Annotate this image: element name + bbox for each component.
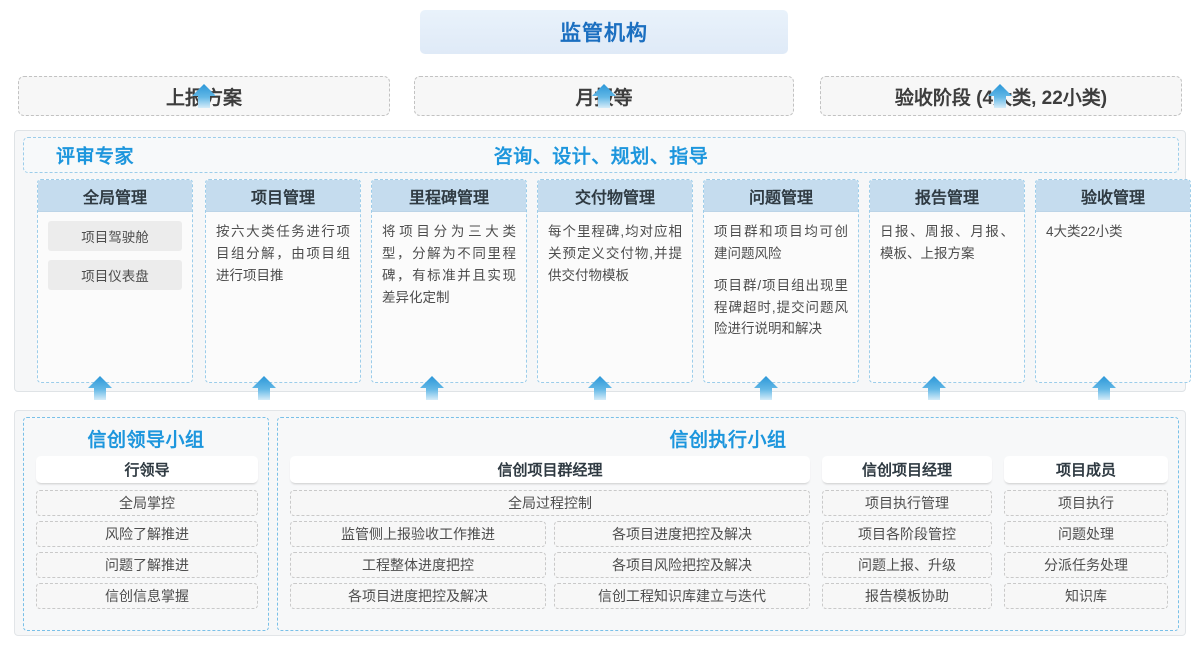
task-chip[interactable]: 全局过程控制: [290, 490, 810, 516]
task-chip[interactable]: 分派任务处理: [1004, 552, 1168, 578]
capability-column-header: 项目管理: [206, 180, 360, 212]
up-arrow-icon: [1092, 376, 1116, 400]
up-arrow-icon: [754, 376, 778, 400]
capability-column[interactable]: 验收管理 4大类22小类: [1035, 179, 1191, 383]
task-chip[interactable]: 项目执行管理: [822, 490, 992, 516]
capability-pill[interactable]: 项目仪表盘: [48, 260, 182, 290]
task-chip[interactable]: 项目执行: [1004, 490, 1168, 516]
task-chip[interactable]: 工程整体进度把控: [290, 552, 546, 578]
consulting-layer: 评审专家 咨询、设计、规划、指导 全局管理项目驾驶舱项目仪表盘项目管理按六大类任…: [14, 130, 1191, 392]
up-arrow-icon: [988, 84, 1012, 108]
capability-description: 日报、周报、月报、模板、上报方案: [880, 224, 1014, 261]
task-chip[interactable]: 项目各阶段管控: [822, 521, 992, 547]
capability-column-body: 项目驾驶舱项目仪表盘: [38, 212, 192, 305]
capability-column-title: 验收管理: [1080, 189, 1145, 207]
role-chip[interactable]: 行领导: [36, 456, 258, 483]
members-column: 项目成员 项目执行问题处理分派任务处理知识库: [1004, 456, 1168, 614]
task-chip[interactable]: 各项目进度把控及解决: [290, 583, 546, 609]
capability-column-body: 每个里程碑,均对应相关预定义交付物,并提供交付物模板: [538, 212, 692, 293]
capability-description: 4大类22小类: [1046, 224, 1123, 239]
capability-column-title: 项目管理: [250, 189, 315, 207]
capability-column[interactable]: 问题管理项目群和项目均可创建问题风险项目群/项目组出现里程碑超时,提交问题风险进…: [703, 179, 859, 383]
task-chip[interactable]: 知识库: [1004, 583, 1168, 609]
task-chip[interactable]: 信创信息掌握: [36, 583, 258, 609]
role-chip[interactable]: 项目成员: [1004, 456, 1168, 483]
report-box-monthly-report: 月报等: [414, 76, 794, 116]
leading-group-title: 信创领导小组: [87, 430, 205, 451]
program-manager-column: 信创项目群经理 全局过程控制 监管侧上报验收工作推进各项目进度把控及解决工程整体…: [290, 456, 810, 614]
capability-description: 每个里程碑,均对应相关预定义交付物,并提供交付物模板: [548, 224, 682, 283]
review-experts-label: 评审专家: [56, 146, 135, 168]
capability-column-title: 报告管理: [914, 189, 979, 207]
capability-column[interactable]: 里程碑管理将项目分为三大类型，分解为不同里程碑，有标准并且实现差异化定制: [371, 179, 527, 383]
task-chip[interactable]: 信创工程知识库建立与迭代: [554, 583, 810, 609]
capability-column[interactable]: 全局管理项目驾驶舱项目仪表盘: [37, 179, 193, 383]
role-chip[interactable]: 信创项目群经理: [290, 456, 810, 483]
task-chip[interactable]: 问题处理: [1004, 521, 1168, 547]
capability-column-title: 里程碑管理: [408, 189, 489, 207]
task-chip[interactable]: 全局掌控: [36, 490, 258, 516]
capability-column-header: 里程碑管理: [372, 180, 526, 212]
execution-group-box: 信创执行小组 信创项目群经理 全局过程控制 监管侧上报验收工作推进各项目进度把控…: [277, 417, 1179, 631]
regulator-box: 监管机构: [420, 10, 788, 54]
consulting-layer-header: 评审专家 咨询、设计、规划、指导: [23, 137, 1179, 173]
up-arrow-icon: [88, 376, 112, 400]
task-chip[interactable]: 问题上报、升级: [822, 552, 992, 578]
leading-group-column: 行领导 全局掌控风险了解推进问题了解推进信创信息掌握: [36, 456, 258, 614]
capability-column-header: 交付物管理: [538, 180, 692, 212]
capability-column-header: 报告管理: [870, 180, 1024, 212]
teams-layer: 信创领导小组 行领导 全局掌控风险了解推进问题了解推进信创信息掌握 信创执行小组…: [14, 410, 1186, 636]
leading-group-box: 信创领导小组 行领导 全局掌控风险了解推进问题了解推进信创信息掌握: [23, 417, 269, 631]
project-manager-column: 信创项目经理 项目执行管理项目各阶段管控问题上报、升级报告模板协助: [822, 456, 992, 614]
capability-pill[interactable]: 项目驾驶舱: [48, 221, 182, 251]
capability-column[interactable]: 项目管理按六大类任务进行项目组分解，由项目组进行项目推: [205, 179, 361, 383]
up-arrow-icon: [192, 84, 216, 108]
capability-column[interactable]: 报告管理日报、周报、月报、模板、上报方案: [869, 179, 1025, 383]
up-arrow-icon: [420, 376, 444, 400]
task-chip[interactable]: 各项目进度把控及解决: [554, 521, 810, 547]
up-arrow-icon: [592, 84, 616, 108]
task-chip[interactable]: 问题了解推进: [36, 552, 258, 578]
capability-column-title: 交付物管理: [574, 189, 655, 207]
capability-description: 按六大类任务进行项目组分解，由项目组进行项目推: [216, 224, 350, 283]
role-chip[interactable]: 信创项目经理: [822, 456, 992, 483]
regulator-label: 监管机构: [560, 22, 648, 45]
capability-column-body: 将项目分为三大类型，分解为不同里程碑，有标准并且实现差异化定制: [372, 212, 526, 314]
capability-column-body: 按六大类任务进行项目组分解，由项目组进行项目推: [206, 212, 360, 293]
task-chip[interactable]: 各项目风险把控及解决: [554, 552, 810, 578]
capability-column-header: 问题管理: [704, 180, 858, 212]
capability-column-header: 全局管理: [38, 180, 192, 212]
capability-column-title: 全局管理: [82, 189, 147, 207]
task-row: 工程整体进度把控各项目风险把控及解决: [290, 552, 810, 583]
up-arrow-icon: [588, 376, 612, 400]
up-arrow-icon: [252, 376, 276, 400]
capability-column-body: 4大类22小类: [1036, 212, 1190, 249]
task-chip[interactable]: 报告模板协助: [822, 583, 992, 609]
task-chip[interactable]: 监管侧上报验收工作推进: [290, 521, 546, 547]
capability-column-body: 项目群和项目均可创建问题风险项目群/项目组出现里程碑超时,提交问题风险进行说明和…: [704, 212, 858, 346]
capability-description: 项目群/项目组出现里程碑超时,提交问题风险进行说明和解决: [714, 277, 848, 337]
task-chip[interactable]: 风险了解推进: [36, 521, 258, 547]
capability-column-header: 验收管理: [1036, 180, 1190, 212]
capability-column[interactable]: 交付物管理每个里程碑,均对应相关预定义交付物,并提供交付物模板: [537, 179, 693, 383]
up-arrow-icon: [922, 376, 946, 400]
task-row: 监管侧上报验收工作推进各项目进度把控及解决: [290, 521, 810, 552]
capability-column-body: 日报、周报、月报、模板、上报方案: [870, 212, 1024, 271]
task-row: 各项目进度把控及解决信创工程知识库建立与迭代: [290, 583, 810, 614]
capability-description: 将项目分为三大类型，分解为不同里程碑，有标准并且实现差异化定制: [382, 224, 516, 305]
capability-description: 项目群和项目均可创建问题风险: [714, 224, 848, 261]
consulting-services-label: 咨询、设计、规划、指导: [493, 146, 709, 168]
capability-column-title: 问题管理: [748, 189, 813, 207]
execution-group-title: 信创执行小组: [669, 430, 787, 451]
